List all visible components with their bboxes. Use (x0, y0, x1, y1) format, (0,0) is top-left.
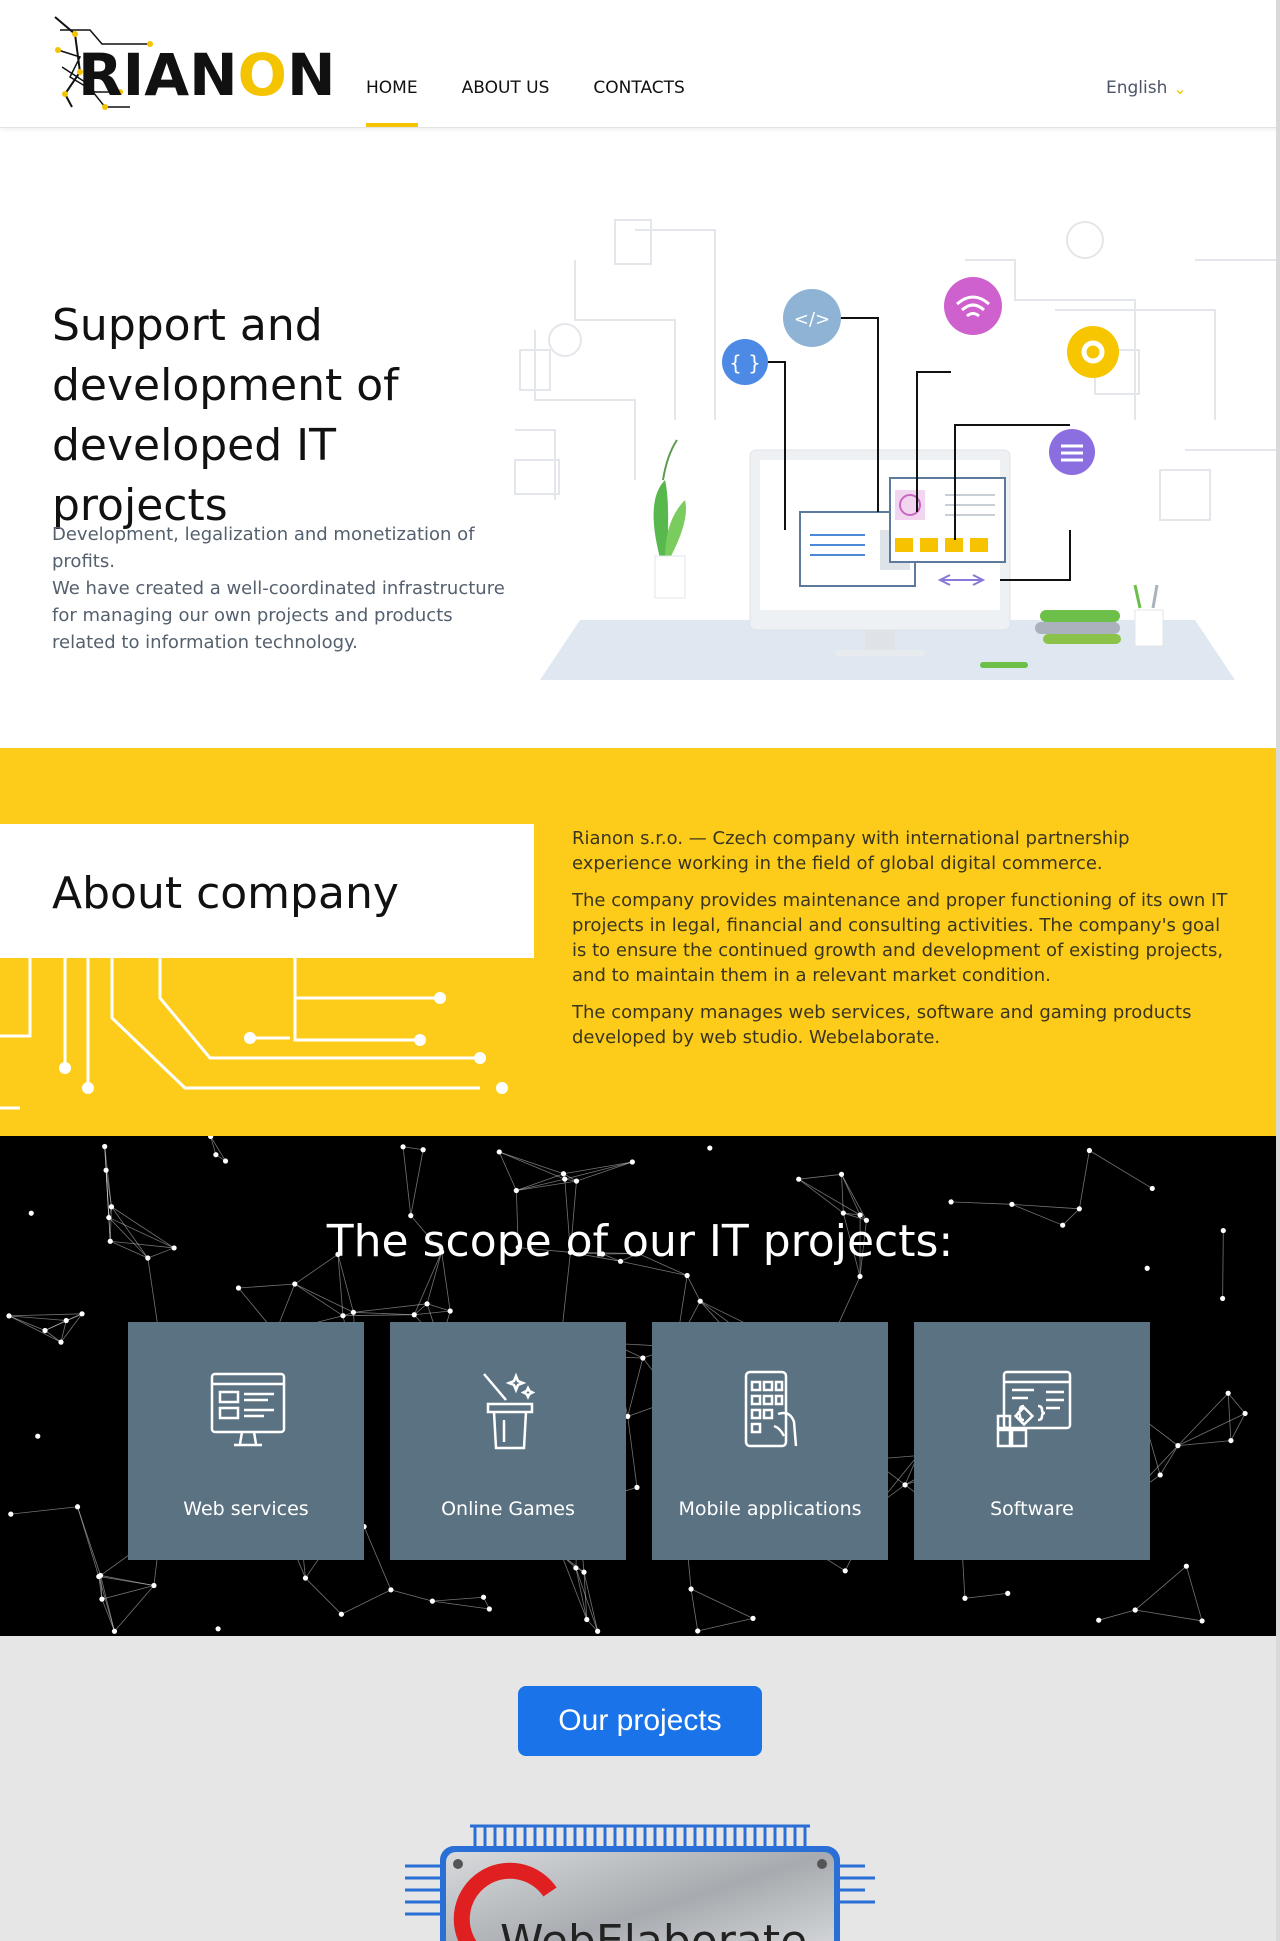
scope-title: The scope of our IT projects: (326, 1216, 954, 1267)
webelaborate-chip-logo[interactable]: WebElaborate (400, 1796, 880, 1941)
about-title-card (0, 824, 534, 958)
about-circuit-decoration (0, 958, 508, 1110)
hero-illustration: { } </> (514, 219, 1280, 680)
hero-section: Support and development of developed IT … (0, 128, 1280, 748)
scope-section: The scope of our IT projects: Web servic… (0, 1136, 1280, 1636)
scope-cards: Web services Online Games (128, 1322, 1150, 1560)
card-online-games[interactable]: Online Games (390, 1322, 626, 1560)
about-title: About company (52, 868, 399, 919)
card-label: Software (990, 1498, 1074, 1520)
about-section: About company Rianon s.r.o. — Czech comp… (0, 748, 1280, 1136)
nav-home[interactable]: HOME (366, 78, 418, 127)
svg-text:</>: </> (794, 309, 830, 330)
projects-section: Our projects WebElaborate (0, 1636, 1280, 1941)
svg-text:{ }: { } (729, 351, 761, 375)
hero-title: Support and development of developed IT … (52, 300, 399, 531)
card-software[interactable]: Software (914, 1322, 1150, 1560)
page-scrollbar[interactable] (1276, 0, 1280, 1941)
card-label: Web services (183, 1498, 309, 1520)
magic-hat-icon (483, 1372, 536, 1450)
logo-wordmark: RIANON (78, 41, 336, 109)
nav-contacts[interactable]: CONTACTS (593, 78, 685, 98)
smartphone-icon (744, 1370, 798, 1448)
card-label: Mobile applications (678, 1498, 862, 1520)
main-nav: HOME ABOUT US CONTACTS (366, 78, 729, 127)
chevron-down-icon: ⌄ (1173, 78, 1187, 98)
nav-about-us[interactable]: ABOUT US (461, 78, 550, 98)
card-label: Online Games (441, 1498, 575, 1520)
logo[interactable]: RIANON (50, 12, 336, 117)
language-selector[interactable]: English ⌄ (1106, 78, 1187, 98)
logo-circuit-mark (54, 16, 153, 110)
our-projects-button[interactable]: Our projects (518, 1686, 762, 1756)
hero-desc-line-1: Development, legalization and monetizati… (52, 524, 475, 572)
language-label: English (1106, 78, 1168, 98)
site-header: RIANON HOME ABOUT US CONTACTS English ⌄ (0, 0, 1280, 128)
hero-description: Development, legalization and monetizati… (52, 521, 512, 656)
about-paragraph-2: The company provides maintenance and pro… (572, 890, 1228, 986)
about-paragraph-3: The company manages web services, softwa… (572, 1002, 1192, 1048)
monitor-icon (210, 1372, 286, 1447)
card-mobile-applications[interactable]: Mobile applications (652, 1322, 888, 1560)
about-paragraph-1: Rianon s.r.o. — Czech company with inter… (572, 828, 1130, 874)
about-text: Rianon s.r.o. — Czech company with inter… (572, 826, 1232, 1062)
hero-desc-line-2: We have created a well-coordinated infra… (52, 578, 505, 653)
software-icon (996, 1370, 1072, 1448)
card-web-services[interactable]: Web services (128, 1322, 364, 1560)
chip-text: WebElaborate (500, 1916, 807, 1941)
